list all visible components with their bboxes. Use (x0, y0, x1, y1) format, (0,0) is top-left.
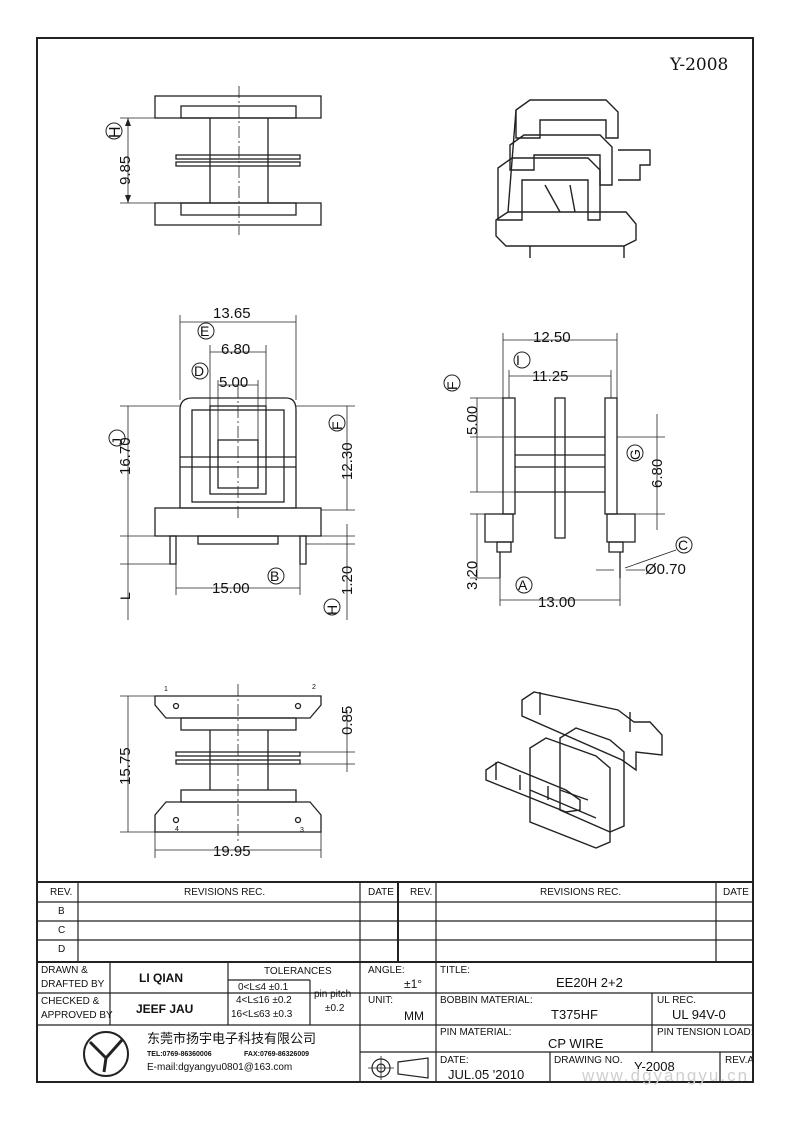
title-value: EE20H 2+2 (556, 975, 623, 990)
pin-number-3: 3 (300, 827, 304, 834)
title-label: TITLE: (440, 965, 471, 976)
company-email: E-mail:dgyangyu0801@163.com (147, 1062, 293, 1073)
ul-rec-value: UL 94V-0 (672, 1007, 726, 1022)
pin-number-2: 2 (312, 684, 316, 691)
label-i: I (516, 352, 520, 368)
drawing-no-value: Y-2008 (634, 1059, 675, 1074)
dim-5-00: 5.00 (219, 374, 249, 391)
drawn-label-2: DRAFTED BY (41, 979, 105, 990)
rev-date-header-right: DATE (723, 887, 749, 898)
tolerance-row-3: 16<L≤63 ±0.3 (231, 1009, 293, 1020)
pin-pitch-label: pin pitch (314, 989, 352, 1000)
tolerance-row-1: 0<L≤4 ±0.1 (238, 982, 289, 993)
pin-tension-label: PIN TENSION LOAD: (657, 1027, 754, 1038)
drawing-border (36, 37, 754, 1083)
pin-pitch-value: ±0.2 (325, 1003, 345, 1014)
company-fax: FAX:0769-86326009 (244, 1051, 309, 1058)
checked-by-value: JEEF JAU (136, 1002, 194, 1016)
rev-row-c: C (58, 925, 66, 936)
rev-a-label: REV.A (725, 1055, 755, 1066)
label-c: C (678, 537, 689, 553)
angle-value: ±1° (404, 977, 423, 991)
dim-13-00: 13.00 (538, 594, 576, 611)
title-block (37, 881, 754, 1083)
rev-rec-header-left: REVISIONS REC. (184, 887, 266, 898)
rev-date-header-left: DATE (368, 887, 394, 898)
pin-material-label: PIN MATERIAL: (440, 1027, 512, 1038)
dim-13-65: 13.65 (213, 305, 251, 322)
drawn-label-1: DRAWN & (41, 965, 88, 976)
watermark: www.dgyangyu.cn (582, 1066, 750, 1085)
rev-rec-header-right: REVISIONS REC. (540, 887, 622, 898)
angle-label: ANGLE: (368, 965, 405, 976)
front-view-left (120, 315, 355, 620)
rev-header-left: REV. (50, 887, 73, 898)
unit-value: MM (404, 1009, 424, 1023)
checked-label-2: APPROVED BY (41, 1010, 113, 1021)
date-value: JUL.05 '2010 (448, 1067, 525, 1082)
drawn-by-value: LI QIAN (139, 971, 183, 985)
dim-19-95: 19.95 (213, 843, 251, 860)
company-name: 东莞市扬宇电子科技有限公司 (147, 1032, 317, 1047)
ul-rec-label: UL REC. (657, 995, 697, 1006)
label-d: D (194, 363, 205, 379)
bobbin-material-label: BOBBIN MATERIAL: (440, 995, 533, 1006)
label-b: B (270, 568, 280, 584)
bottom-view (120, 684, 355, 858)
drawing-no-label: DRAWING NO. (554, 1055, 623, 1066)
isometric-view-bottom (485, 691, 663, 849)
pin-number-4: 4 (175, 826, 179, 833)
bobbin-material-value: T375HF (551, 1007, 598, 1022)
rev-header-right: REV. (410, 887, 433, 898)
drawing-number: Y-2008 (670, 55, 729, 75)
isometric-view-top (495, 99, 651, 258)
tolerance-row-2: 4<L≤16 ±0.2 (236, 995, 292, 1006)
pin-number-1: 1 (164, 686, 168, 693)
dim-6-80: 6.80 (221, 341, 251, 358)
dim-15-00: 15.00 (212, 580, 250, 597)
tolerances-label: TOLERANCES (264, 966, 332, 977)
checked-label-1: CHECKED & (41, 996, 100, 1007)
side-view-top (120, 86, 322, 235)
date-label: DATE: (440, 1055, 469, 1066)
label-e: E (200, 323, 210, 339)
rev-row-b: B (58, 906, 65, 917)
label-a: A (518, 577, 528, 593)
unit-label: UNIT: (368, 995, 393, 1006)
company-tel: TEL:0769-86360006 (147, 1051, 212, 1058)
dim-12-50: 12.50 (533, 329, 571, 346)
dim-11-25: 11.25 (532, 368, 569, 385)
dim-pin-diameter: Ø0.70 (645, 561, 686, 578)
rev-row-d: D (58, 944, 66, 955)
pin-material-value: CP WIRE (548, 1036, 604, 1051)
front-view-right (470, 333, 665, 606)
